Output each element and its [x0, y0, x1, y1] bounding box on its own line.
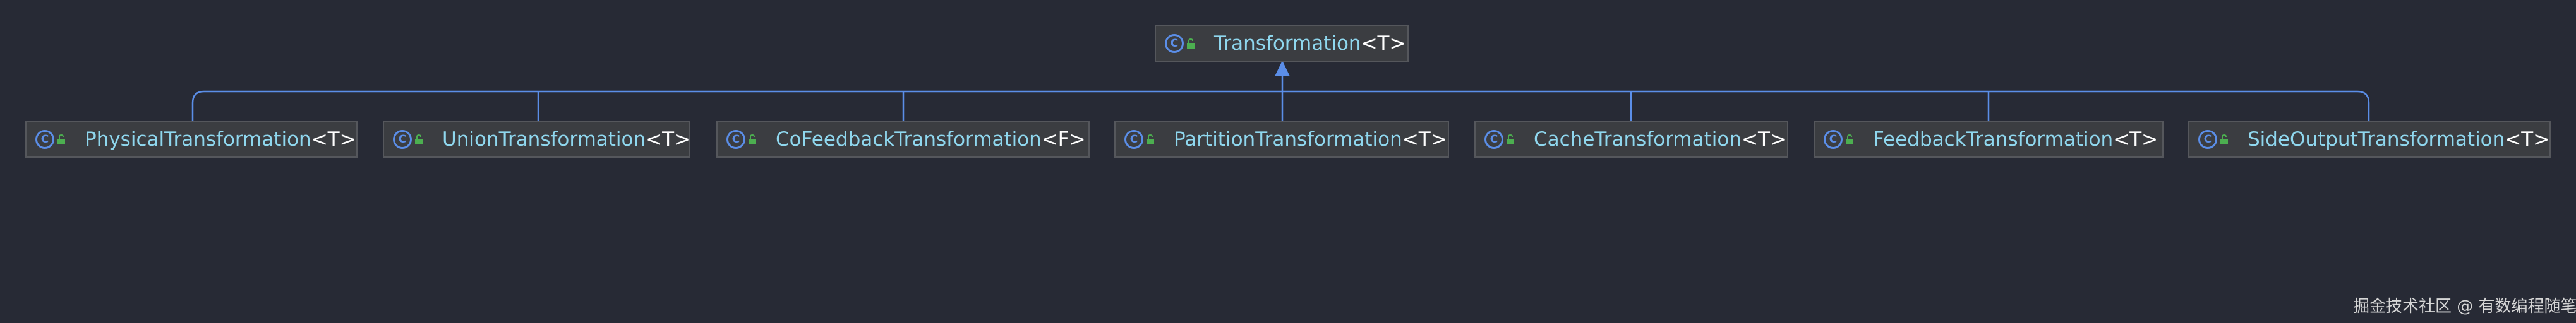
type-parameter: <T> — [1361, 32, 1406, 55]
class-icon: C — [1484, 130, 1503, 149]
type-parameter: <T> — [1402, 128, 1447, 151]
class-name: CoFeedbackTransformation — [776, 128, 1042, 151]
class-name: UnionTransformation — [442, 128, 646, 151]
class-icon: C — [1824, 130, 1843, 149]
class-node-transformation[interactable]: C Transformation<T> — [1155, 25, 1409, 62]
class-icon: C — [35, 130, 54, 149]
type-parameter: <T> — [646, 128, 691, 151]
class-icon: C — [1124, 130, 1143, 149]
class-icon: C — [1165, 34, 1184, 53]
class-icon: C — [2198, 130, 2217, 149]
class-icon: C — [726, 130, 745, 149]
lock-icon — [749, 134, 756, 144]
watermark: 掘金技术社区 @ 有数编程随笔 — [2353, 297, 2576, 316]
class-node-physical-transformation[interactable]: C PhysicalTransformation<T> — [25, 121, 358, 158]
class-name: PartitionTransformation — [1174, 128, 1402, 151]
lock-icon — [1187, 38, 1195, 49]
class-name: Transformation — [1214, 32, 1361, 55]
lock-icon — [1147, 134, 1154, 144]
type-parameter: <T> — [2113, 128, 2158, 151]
class-name: SideOutputTransformation — [2248, 128, 2505, 151]
type-parameter: <F> — [1041, 128, 1086, 151]
class-node-feedback-transformation[interactable]: C FeedbackTransformation<T> — [1814, 121, 2164, 158]
class-name: FeedbackTransformation — [1873, 128, 2114, 151]
class-node-union-transformation[interactable]: C UnionTransformation<T> — [383, 121, 690, 158]
class-node-cache-transformation[interactable]: C CacheTransformation<T> — [1474, 121, 1788, 158]
class-node-cofeedback-transformation[interactable]: C CoFeedbackTransformation<F> — [716, 121, 1090, 158]
lock-icon — [2220, 134, 2228, 144]
inheritance-arrowhead — [1275, 61, 1290, 76]
class-name: CacheTransformation — [1534, 128, 1742, 151]
class-icon: C — [393, 130, 412, 149]
class-node-partition-transformation[interactable]: C PartitionTransformation<T> — [1114, 121, 1449, 158]
class-node-sideoutput-transformation[interactable]: C SideOutputTransformation<T> — [2188, 121, 2551, 158]
edge-bus — [191, 90, 2370, 121]
lock-icon — [415, 134, 423, 144]
class-name: PhysicalTransformation — [85, 128, 311, 151]
type-parameter: <T> — [311, 128, 356, 151]
lock-icon — [57, 134, 65, 144]
lock-icon — [1846, 134, 1853, 144]
type-parameter: <T> — [2505, 128, 2550, 151]
lock-icon — [1507, 134, 1514, 144]
type-parameter: <T> — [1741, 128, 1786, 151]
